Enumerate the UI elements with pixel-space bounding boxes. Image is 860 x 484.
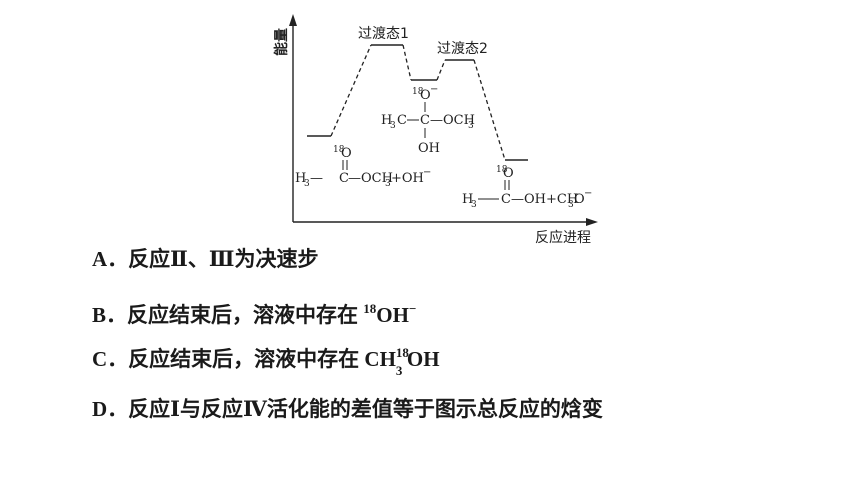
option-text: 反应结束后，溶液中存在 CH [128, 347, 396, 371]
svg-text:C: C [397, 113, 407, 128]
energy-levels [307, 44, 528, 161]
svg-text:18: 18 [333, 145, 345, 155]
isotope-superscript: 18 [363, 301, 377, 316]
x-axis-label: 反应进程 [535, 229, 591, 246]
ts1-label: 过渡态1 [358, 26, 409, 42]
svg-text:H: H [462, 192, 473, 207]
y-axis-label: 能量 [273, 28, 290, 56]
svg-text:3: 3 [468, 121, 474, 131]
svg-text:3: 3 [385, 179, 391, 189]
option-letter: A． [92, 247, 129, 271]
x-axis-arrow [586, 218, 598, 226]
svg-text:OH: OH [418, 141, 440, 156]
y-axis-arrow [289, 14, 297, 26]
svg-text:O: O [574, 192, 585, 207]
option-text: 反应Ⅱ、Ⅲ为决速步 [128, 247, 319, 271]
svg-text:3: 3 [568, 200, 574, 210]
option-d[interactable]: D．反应Ⅰ与反应Ⅳ活化能的差值等于图示总反应的焓变 [92, 396, 832, 446]
svg-text:—OCH: —OCH [348, 171, 393, 186]
svg-text:18: 18 [412, 87, 424, 97]
svg-text:18: 18 [496, 165, 508, 175]
svg-text:O: O [503, 166, 514, 181]
charge-superscript: − [408, 301, 417, 316]
option-b[interactable]: B．反应结束后，溶液中存在 18OH− [92, 296, 832, 346]
svg-text:H: H [381, 113, 392, 128]
option-a[interactable]: A．反应Ⅱ、Ⅲ为决速步 [92, 246, 832, 296]
svg-text:C: C [501, 192, 511, 207]
option-tail: OH [406, 347, 440, 371]
svg-text:−: − [423, 167, 431, 178]
svg-text:C: C [420, 113, 430, 128]
svg-text:−: − [430, 84, 438, 95]
svg-text:3: 3 [304, 179, 310, 189]
option-letter: C． [92, 347, 129, 371]
reactant-structure: 18 O H 3 — C —OCH 3 +OH − [295, 145, 431, 189]
subscript: 3 [395, 363, 403, 378]
svg-text:3: 3 [390, 121, 396, 131]
option-letter: B． [92, 303, 128, 327]
product-structure: 18 O H 3 C —OH+CH 3 O − [462, 165, 592, 210]
svg-text:—OH+CH: —OH+CH [511, 192, 578, 207]
intermediate-structure: 18 O − H 3 C C —OCH 3 OH [381, 84, 475, 156]
svg-text:H: H [295, 171, 306, 186]
option-text: 反应结束后，溶液中存在 [127, 303, 364, 327]
svg-text:3: 3 [471, 200, 477, 210]
svg-text:O: O [341, 146, 352, 161]
energy-diagram: 能量 反应进程 过渡态1 过渡态2 18 O H 3 — C —OCH 3 +O… [273, 14, 598, 246]
svg-text:+OH: +OH [391, 171, 424, 186]
svg-text:—: — [310, 171, 323, 186]
axes [289, 14, 598, 226]
isotope-superscript: 18 [395, 345, 409, 360]
svg-text:−: − [584, 188, 592, 199]
option-letter: D． [92, 397, 129, 421]
svg-text:C: C [339, 171, 349, 186]
ts2-label: 过渡态2 [437, 41, 488, 57]
svg-text:O: O [420, 88, 431, 103]
reaction-path [330, 44, 506, 161]
answer-options: A．反应Ⅱ、Ⅲ为决速步 B．反应结束后，溶液中存在 18OH− C．反应结束后，… [92, 246, 832, 446]
svg-text:—OCH: —OCH [430, 113, 475, 128]
option-tail: OH [376, 303, 409, 327]
option-text: 反应Ⅰ与反应Ⅳ活化能的差值等于图示总反应的焓变 [128, 397, 603, 421]
